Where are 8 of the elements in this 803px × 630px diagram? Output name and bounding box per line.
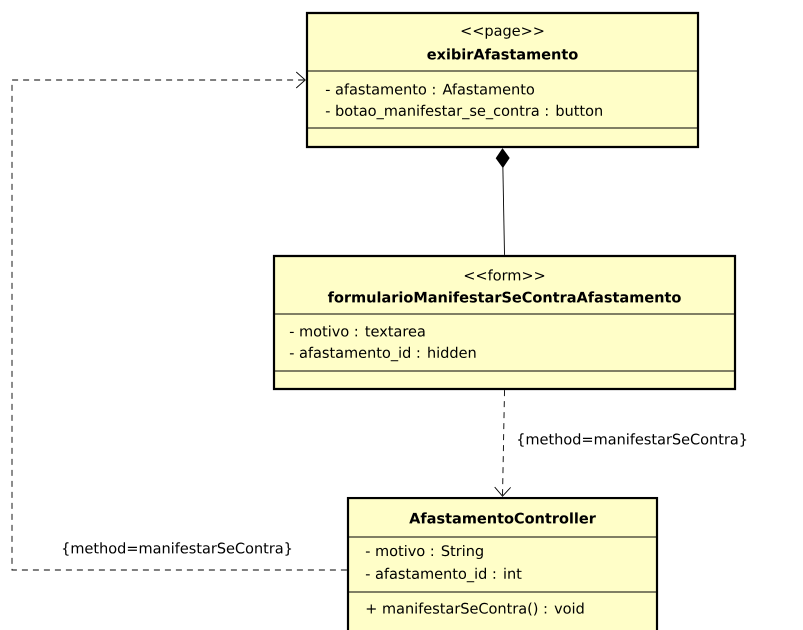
- arrow: [496, 148, 510, 256]
- class-box: <<page>> exibirAfastamento - afastamento : Afastamento - botao_manifestar_se_contra : button: [306, 12, 700, 148]
- arrow: [12, 72, 348, 570]
- class-box: AfastamentoController - motivo : String - afastamento_id : int + manifestarSeContra() : void: [346, 496, 658, 630]
- arrow: [494, 390, 512, 497]
- class-box: <<form>> formularioManifestarSeContraAfastamento - motivo : textarea - afastamento_id : hidden: [272, 254, 736, 390]
- edge-label: {method=manifestarSeContra}: [60, 541, 294, 557]
- edge-label: {method=manifestarSeContra}: [515, 432, 749, 448]
